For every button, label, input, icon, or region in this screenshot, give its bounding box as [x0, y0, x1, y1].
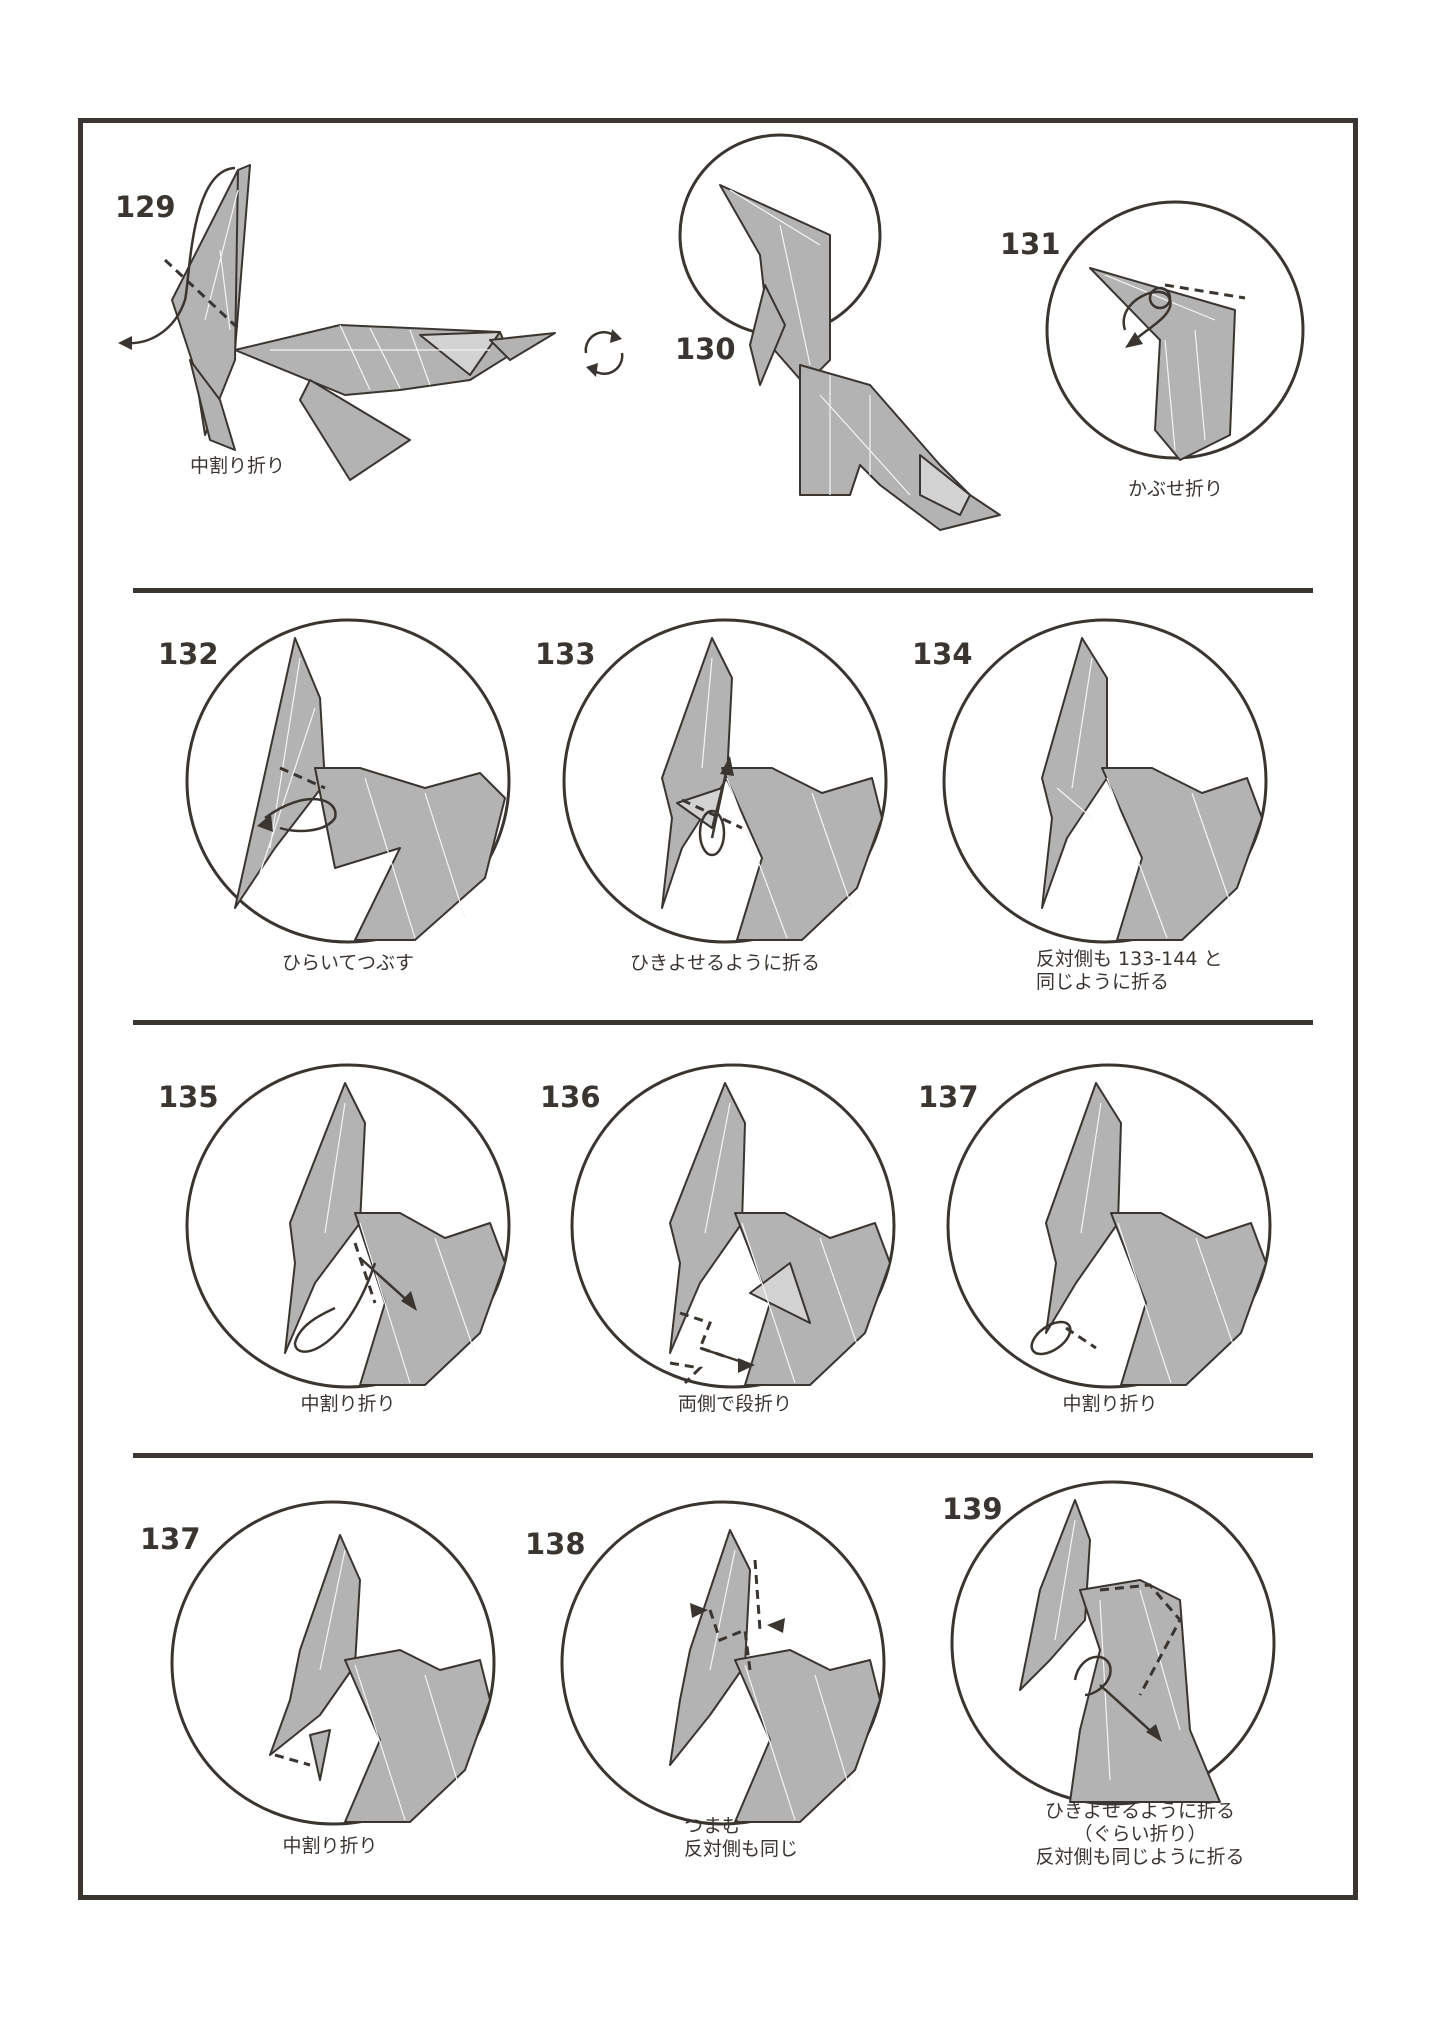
- step-136-diagram: [570, 1063, 896, 1389]
- caption-line: 両側で段折り: [677, 1393, 792, 1415]
- step-caption: かぶせ折り: [1128, 478, 1223, 501]
- step-137b-diagram: [170, 1500, 496, 1826]
- caption-line: （ぐらい折り）: [1073, 1823, 1207, 1846]
- rotate-arrows-icon: [584, 329, 624, 377]
- step-number: 134: [912, 637, 973, 671]
- step-135-diagram: [185, 1063, 511, 1389]
- step-number: 131: [1000, 227, 1061, 261]
- step-133-diagram: [562, 618, 888, 944]
- page-frame: [78, 118, 1358, 1900]
- step-caption: 両側で段折り: [630, 1393, 840, 1416]
- step-134-diagram: [942, 618, 1268, 944]
- step-132-diagram: [185, 618, 511, 944]
- step-number: 137: [918, 1080, 979, 1114]
- step-caption: 反対側も 133-144 と 同じように折る: [1036, 948, 1222, 994]
- row-separator: [133, 588, 1313, 593]
- push-arrow-icon: [767, 1618, 785, 1633]
- step-caption: 中割り折り: [268, 1393, 428, 1416]
- step-138-diagram: [560, 1500, 886, 1826]
- step-130-diagram: [678, 133, 1001, 531]
- caption-line: 中割り折り: [300, 1393, 396, 1415]
- step-number: 136: [540, 1080, 601, 1114]
- caption-line: 反対側も 133-144 と: [1036, 948, 1223, 970]
- caption-line: 反対側も同じ: [684, 1838, 799, 1861]
- step-caption: 中割り折り: [190, 455, 285, 478]
- step-number: 133: [535, 637, 596, 671]
- step-caption: ひきよせるように折る: [590, 952, 860, 975]
- push-arrow-icon: [690, 1603, 708, 1618]
- step-129-diagram: [118, 164, 556, 481]
- caption-line: 反対側も同じように折る: [1035, 1846, 1245, 1869]
- step-number: 132: [158, 637, 219, 671]
- step-number: 139: [942, 1492, 1003, 1526]
- row-separator: [133, 1453, 1313, 1458]
- step-caption: 中割り折り: [1030, 1393, 1190, 1416]
- caption-line: ひきよせるように折る: [1044, 1800, 1235, 1822]
- caption-line: 同じように折る: [1036, 971, 1170, 994]
- caption-line: ひらいてつぶす: [281, 952, 415, 974]
- step-number: 135: [158, 1080, 219, 1114]
- step-number: 137: [140, 1522, 201, 1556]
- step-caption: つまむ 反対側も同じ: [684, 1815, 798, 1861]
- caption-line: 中割り折り: [1062, 1393, 1158, 1415]
- row-separator: [133, 1020, 1313, 1025]
- caption-line: かぶせ折り: [1128, 478, 1224, 500]
- step-139-diagram: [950, 1480, 1276, 1806]
- step-number: 130: [675, 332, 736, 366]
- step-131-diagram: [1045, 200, 1305, 461]
- caption-line: ひきよせるように折る: [629, 952, 820, 974]
- step-caption: ひらいてつぶす: [233, 952, 463, 975]
- step-caption: 中割り折り: [250, 1835, 410, 1858]
- step-137-diagram: [946, 1063, 1272, 1389]
- step-caption: ひきよせるように折る （ぐらい折り） 反対側も同じように折る: [1005, 1800, 1275, 1870]
- caption-line: 中割り折り: [190, 455, 286, 477]
- caption-line: つまむ: [684, 1815, 742, 1837]
- step-number: 138: [525, 1527, 586, 1561]
- step-number: 129: [115, 190, 176, 224]
- caption-line: 中割り折り: [282, 1835, 378, 1857]
